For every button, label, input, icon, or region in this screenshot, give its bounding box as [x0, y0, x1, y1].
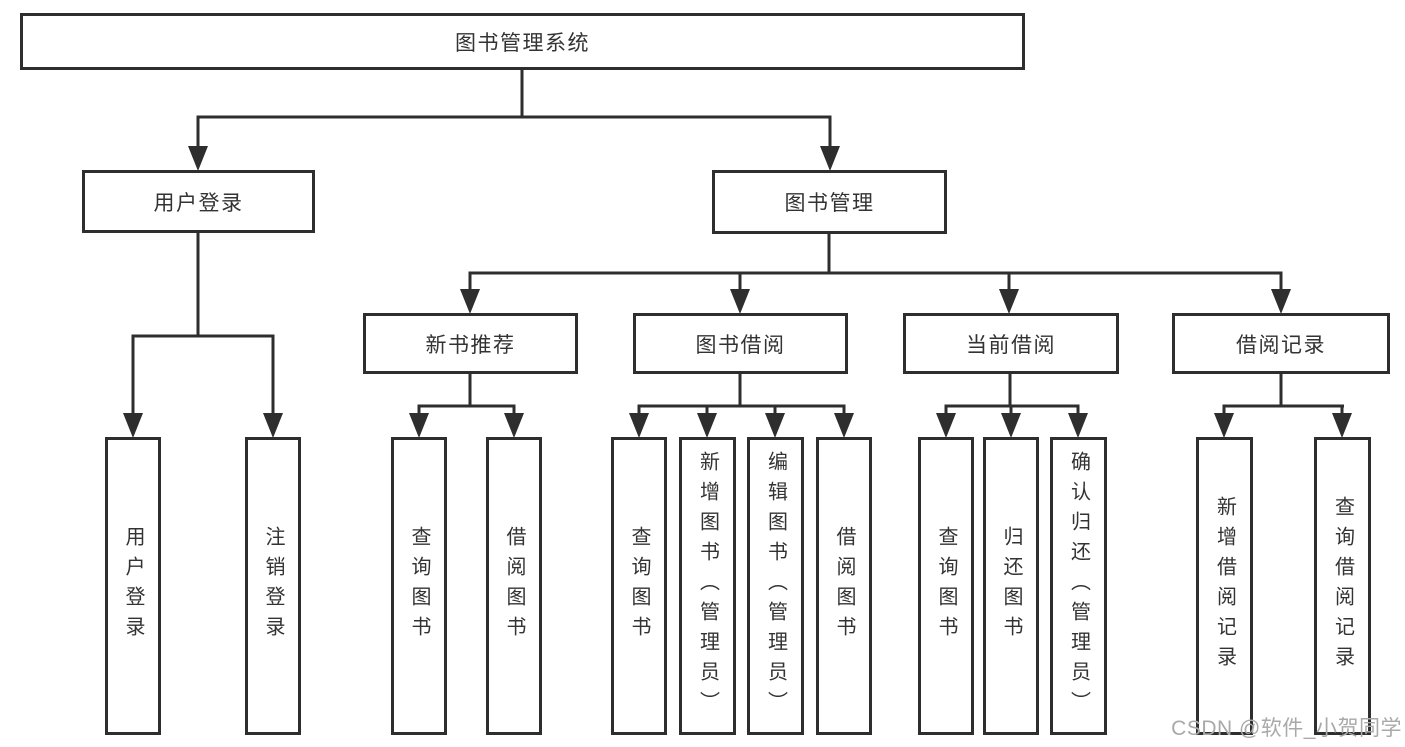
node-current-borrow-label: 当前借阅 [966, 333, 1056, 357]
leaf-borrow-books: 借阅图书 [816, 437, 872, 735]
node-new-book-recommend-label: 新书推荐 [425, 333, 516, 357]
leaf-query-books-current-label: 查询图书 [935, 526, 957, 646]
leaf-add-books-admin: 新增图书（管理员） [679, 437, 736, 735]
leaf-query-books-current: 查询图书 [918, 437, 974, 735]
leaf-query-books-borrow-label: 查询图书 [628, 526, 650, 646]
leaf-borrow-books-recommend-label: 借阅图书 [503, 526, 525, 646]
node-user-login: 用户登录 [82, 170, 315, 233]
leaf-logout-label: 注销登录 [262, 526, 284, 646]
node-current-borrow: 当前借阅 [903, 313, 1119, 374]
leaf-user-login: 用户登录 [105, 437, 161, 735]
leaf-edit-books-admin: 编辑图书（管理员） [747, 437, 804, 735]
leaf-query-books-borrow: 查询图书 [611, 437, 667, 735]
node-book-management-label: 图书管理 [784, 192, 875, 215]
csdn-watermark: CSDN @软件_小贺同学 [1171, 717, 1402, 740]
node-library-system: 图书管理系统 [20, 13, 1025, 70]
leaf-add-borrow-record: 新增借阅记录 [1196, 437, 1253, 735]
node-user-login-label: 用户登录 [153, 191, 244, 215]
leaf-query-borrow-record: 查询借阅记录 [1314, 437, 1371, 735]
leaf-user-login-label: 用户登录 [122, 526, 144, 646]
leaf-edit-books-admin-label: 编辑图书（管理员） [764, 451, 787, 721]
node-book-borrow-label: 图书借阅 [695, 333, 786, 357]
leaf-return-books: 归还图书 [983, 437, 1039, 735]
leaf-query-books-recommend: 查询图书 [391, 437, 447, 735]
leaf-confirm-return-admin: 确认归还（管理员） [1050, 437, 1107, 735]
leaf-borrow-books-recommend: 借阅图书 [486, 437, 542, 735]
node-book-borrow: 图书借阅 [633, 313, 848, 374]
leaf-query-books-recommend-label: 查询图书 [408, 526, 430, 646]
leaf-return-books-label: 归还图书 [1000, 526, 1022, 646]
node-borrow-records-label: 借阅记录 [1236, 333, 1326, 357]
leaf-borrow-books-label: 借阅图书 [833, 526, 855, 646]
leaf-confirm-return-admin-label: 确认归还（管理员） [1067, 451, 1090, 721]
node-borrow-records: 借阅记录 [1172, 313, 1390, 374]
node-book-management: 图书管理 [712, 170, 947, 234]
leaf-logout: 注销登录 [245, 437, 301, 735]
leaf-add-books-admin-label: 新增图书（管理员） [696, 451, 719, 721]
node-new-book-recommend: 新书推荐 [363, 313, 578, 374]
leaf-add-borrow-record-label: 新增借阅记录 [1213, 496, 1236, 676]
leaf-query-borrow-record-label: 查询借阅记录 [1331, 496, 1354, 676]
node-library-system-label: 图书管理系统 [455, 31, 590, 55]
